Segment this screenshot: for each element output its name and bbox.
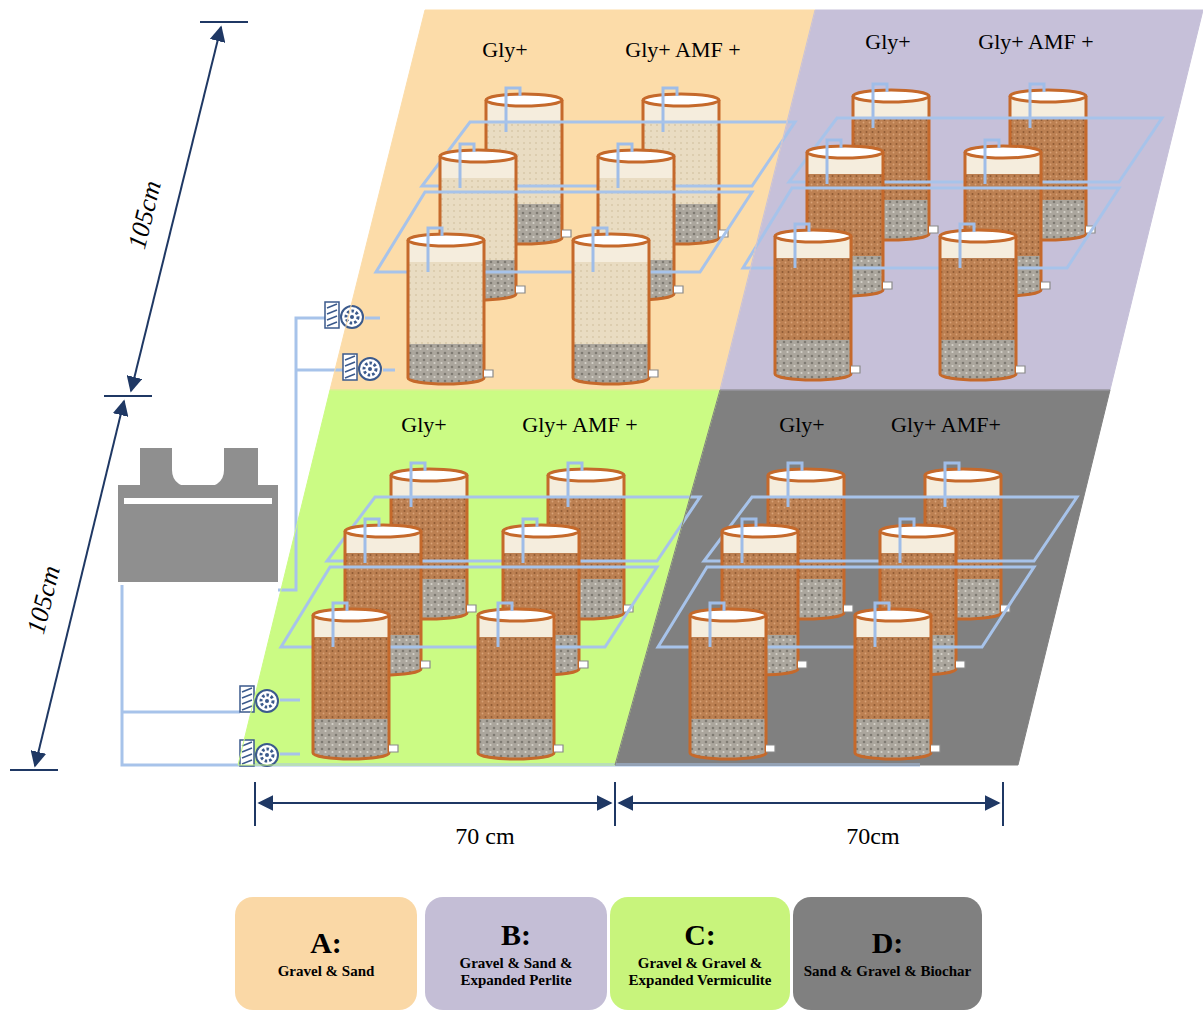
- treatment-label: Gly+ AMF+: [891, 413, 1001, 437]
- dimension-lines: [10, 22, 1003, 826]
- legend-description: Gravel & Sand: [278, 963, 375, 980]
- dimension-label: 105cm: [23, 563, 65, 637]
- region-band: Gly+ Gly+ AMF +: [330, 10, 815, 390]
- band-outline-shape: [720, 10, 1203, 390]
- treatment-label: Gly+: [865, 30, 910, 54]
- treatment-label: Gly+ AMF +: [978, 30, 1093, 54]
- region-d-ground: [615, 390, 1110, 765]
- band-outline: [720, 10, 1203, 390]
- region-band: Gly+ Gly+ AMF +: [238, 390, 720, 765]
- legend-description: Gravel & Gravel & Expanded Vermiculite: [618, 955, 782, 990]
- legend-letter: A:: [310, 926, 342, 959]
- band-outline: [330, 10, 815, 390]
- legend-box: C: Gravel & Gravel & Expanded Vermiculite: [610, 897, 790, 1010]
- water-tank: [118, 448, 278, 582]
- region-band: Gly+ Gly+ AMF+: [615, 390, 1110, 765]
- band-outline-shape: [330, 10, 815, 390]
- legend-letter: B:: [501, 918, 531, 951]
- pump-icon: [343, 354, 381, 380]
- dimension-label: 70cm: [846, 824, 899, 848]
- treatment-label: Gly+: [401, 413, 446, 437]
- treatment-label: Gly+: [779, 413, 824, 437]
- pump-icon: [240, 686, 278, 712]
- band-outline: [615, 390, 1110, 765]
- pump-icon: [325, 302, 363, 328]
- legend-description: Sand & Gravel & Biochar: [804, 963, 972, 980]
- legend-box: B: Gravel & Sand & Expanded Perlite: [425, 897, 607, 1010]
- band-outline: [238, 390, 720, 765]
- pump-icon: [240, 740, 278, 766]
- region-band: Gly+ Gly+ AMF +: [720, 10, 1203, 390]
- region-b-ground: [720, 10, 1203, 390]
- column-set-b: [743, 84, 1162, 380]
- dimension-label: 70 cm: [455, 824, 514, 848]
- treatment-label: Gly+ AMF +: [522, 413, 637, 437]
- legend-letter: C:: [684, 918, 716, 951]
- treatment-label: Gly+ AMF +: [625, 38, 740, 62]
- treatment-label: Gly+: [482, 38, 527, 62]
- legend-box: D: Sand & Gravel & Biochar: [793, 897, 982, 1010]
- legend-box: A: Gravel & Sand: [235, 897, 417, 1010]
- legend-letter: D:: [872, 926, 904, 959]
- column-set-d: [658, 463, 1077, 759]
- legend-description: Gravel & Sand & Expanded Perlite: [433, 955, 599, 990]
- column-set-c: [281, 463, 700, 759]
- band-outline-shape: [615, 390, 1110, 765]
- band-outline-shape: [238, 390, 720, 765]
- dimension-label: 105cm: [124, 178, 166, 252]
